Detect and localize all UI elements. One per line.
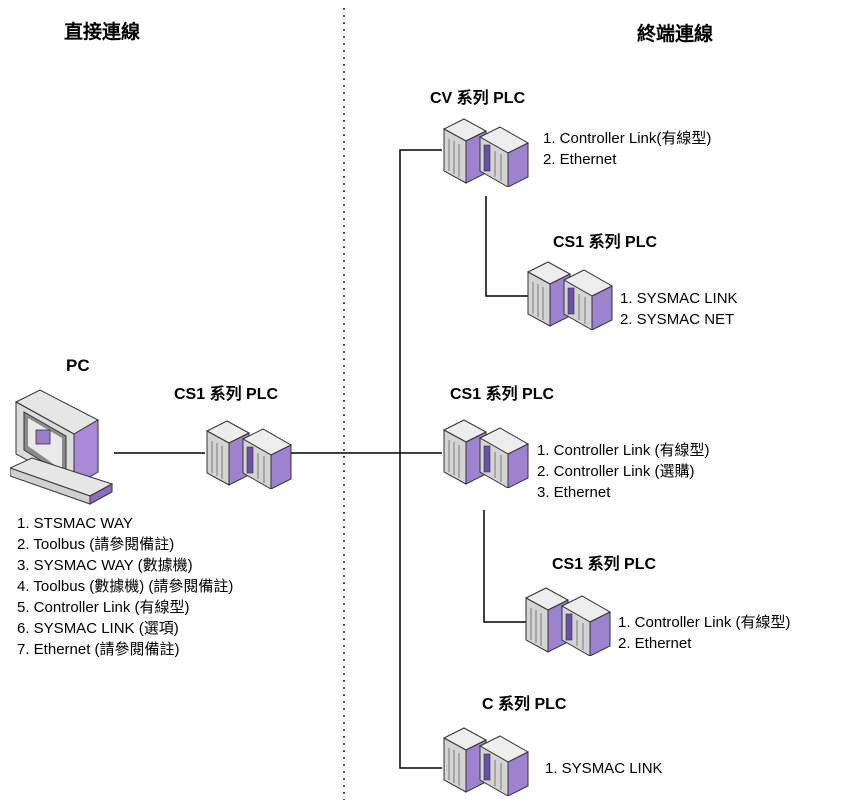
plc-title: CS1 系列 PLC bbox=[450, 386, 555, 403]
plc-connection-list: 1. Controller Link (有線型) 2. Controller L… bbox=[537, 440, 710, 503]
plc-icon bbox=[206, 420, 292, 489]
plc-icon bbox=[443, 419, 529, 488]
terminal-connection-heading: 終端連線 bbox=[637, 24, 714, 45]
pc-connection-item: 1. STSMAC WAY bbox=[17, 515, 133, 532]
plc-connection-item: 2. SYSMAC NET bbox=[620, 311, 735, 328]
plc-title: CS1 系列 PLC bbox=[174, 386, 279, 403]
plc-connection-item: 1. Controller Link (有線型) bbox=[618, 614, 791, 631]
wire-branch-cs1-top bbox=[485, 196, 528, 297]
plc-title: CS1 系列 PLC bbox=[552, 556, 657, 573]
plc-title: CS1 系列 PLC bbox=[553, 234, 658, 251]
pc-label: PC bbox=[66, 356, 90, 375]
direct-connection-heading: 直接連線 bbox=[64, 22, 141, 43]
plc-connection-item: 1. SYSMAC LINK bbox=[620, 290, 738, 307]
plc-icon bbox=[443, 118, 529, 187]
plc-connection-list: 1. Controller Link (有線型) 2. Ethernet bbox=[618, 612, 791, 654]
plc-connection-list: 1. SYSMAC LINK 2. SYSMAC NET bbox=[620, 288, 738, 330]
pc-connection-item: 3. SYSMAC WAY (數據機) bbox=[17, 557, 193, 574]
plc-connection-item: 2. Controller Link (選購) bbox=[537, 463, 695, 480]
plc-connection-item: 1. Controller Link(有線型) bbox=[543, 130, 712, 147]
plc-connection-item: 1. SYSMAC LINK bbox=[545, 760, 663, 777]
plc-icon bbox=[525, 587, 611, 656]
pc-connection-item: 5. Controller Link (有線型) bbox=[17, 599, 190, 616]
plc-connection-item: 2. Ethernet bbox=[618, 635, 692, 652]
pc-connection-item: 4. Toolbus (數據機) (請參閱備註) bbox=[17, 578, 234, 595]
plc-icon bbox=[443, 727, 529, 796]
plc-connection-item: 2. Ethernet bbox=[543, 151, 617, 168]
pc-connection-item: 7. Ethernet (請參閱備註) bbox=[17, 641, 180, 658]
wire-branch-cs1-bottom bbox=[483, 510, 526, 623]
plc-title: C 系列 PLC bbox=[482, 696, 567, 713]
plc-connection-list: 1. SYSMAC LINK bbox=[545, 758, 663, 779]
pc-connection-item: 6. SYSMAC LINK (選項) bbox=[17, 620, 179, 637]
plc-title: CV 系列 PLC bbox=[430, 90, 526, 107]
pc-connection-list: 1. STSMAC WAY 2. Toolbus (請參閱備註) 3. SYSM… bbox=[17, 513, 233, 660]
plc-icon bbox=[527, 261, 613, 330]
pc-connection-item: 2. Toolbus (請參閱備註) bbox=[17, 536, 175, 553]
plc-connection-item: 1. Controller Link (有線型) bbox=[537, 442, 710, 459]
pc-icon bbox=[10, 389, 114, 505]
plc-connection-list: 1. Controller Link(有線型) 2. Ethernet bbox=[543, 128, 711, 170]
plc-connection-item: 3. Ethernet bbox=[537, 484, 611, 501]
wire-trunk bbox=[399, 149, 442, 769]
